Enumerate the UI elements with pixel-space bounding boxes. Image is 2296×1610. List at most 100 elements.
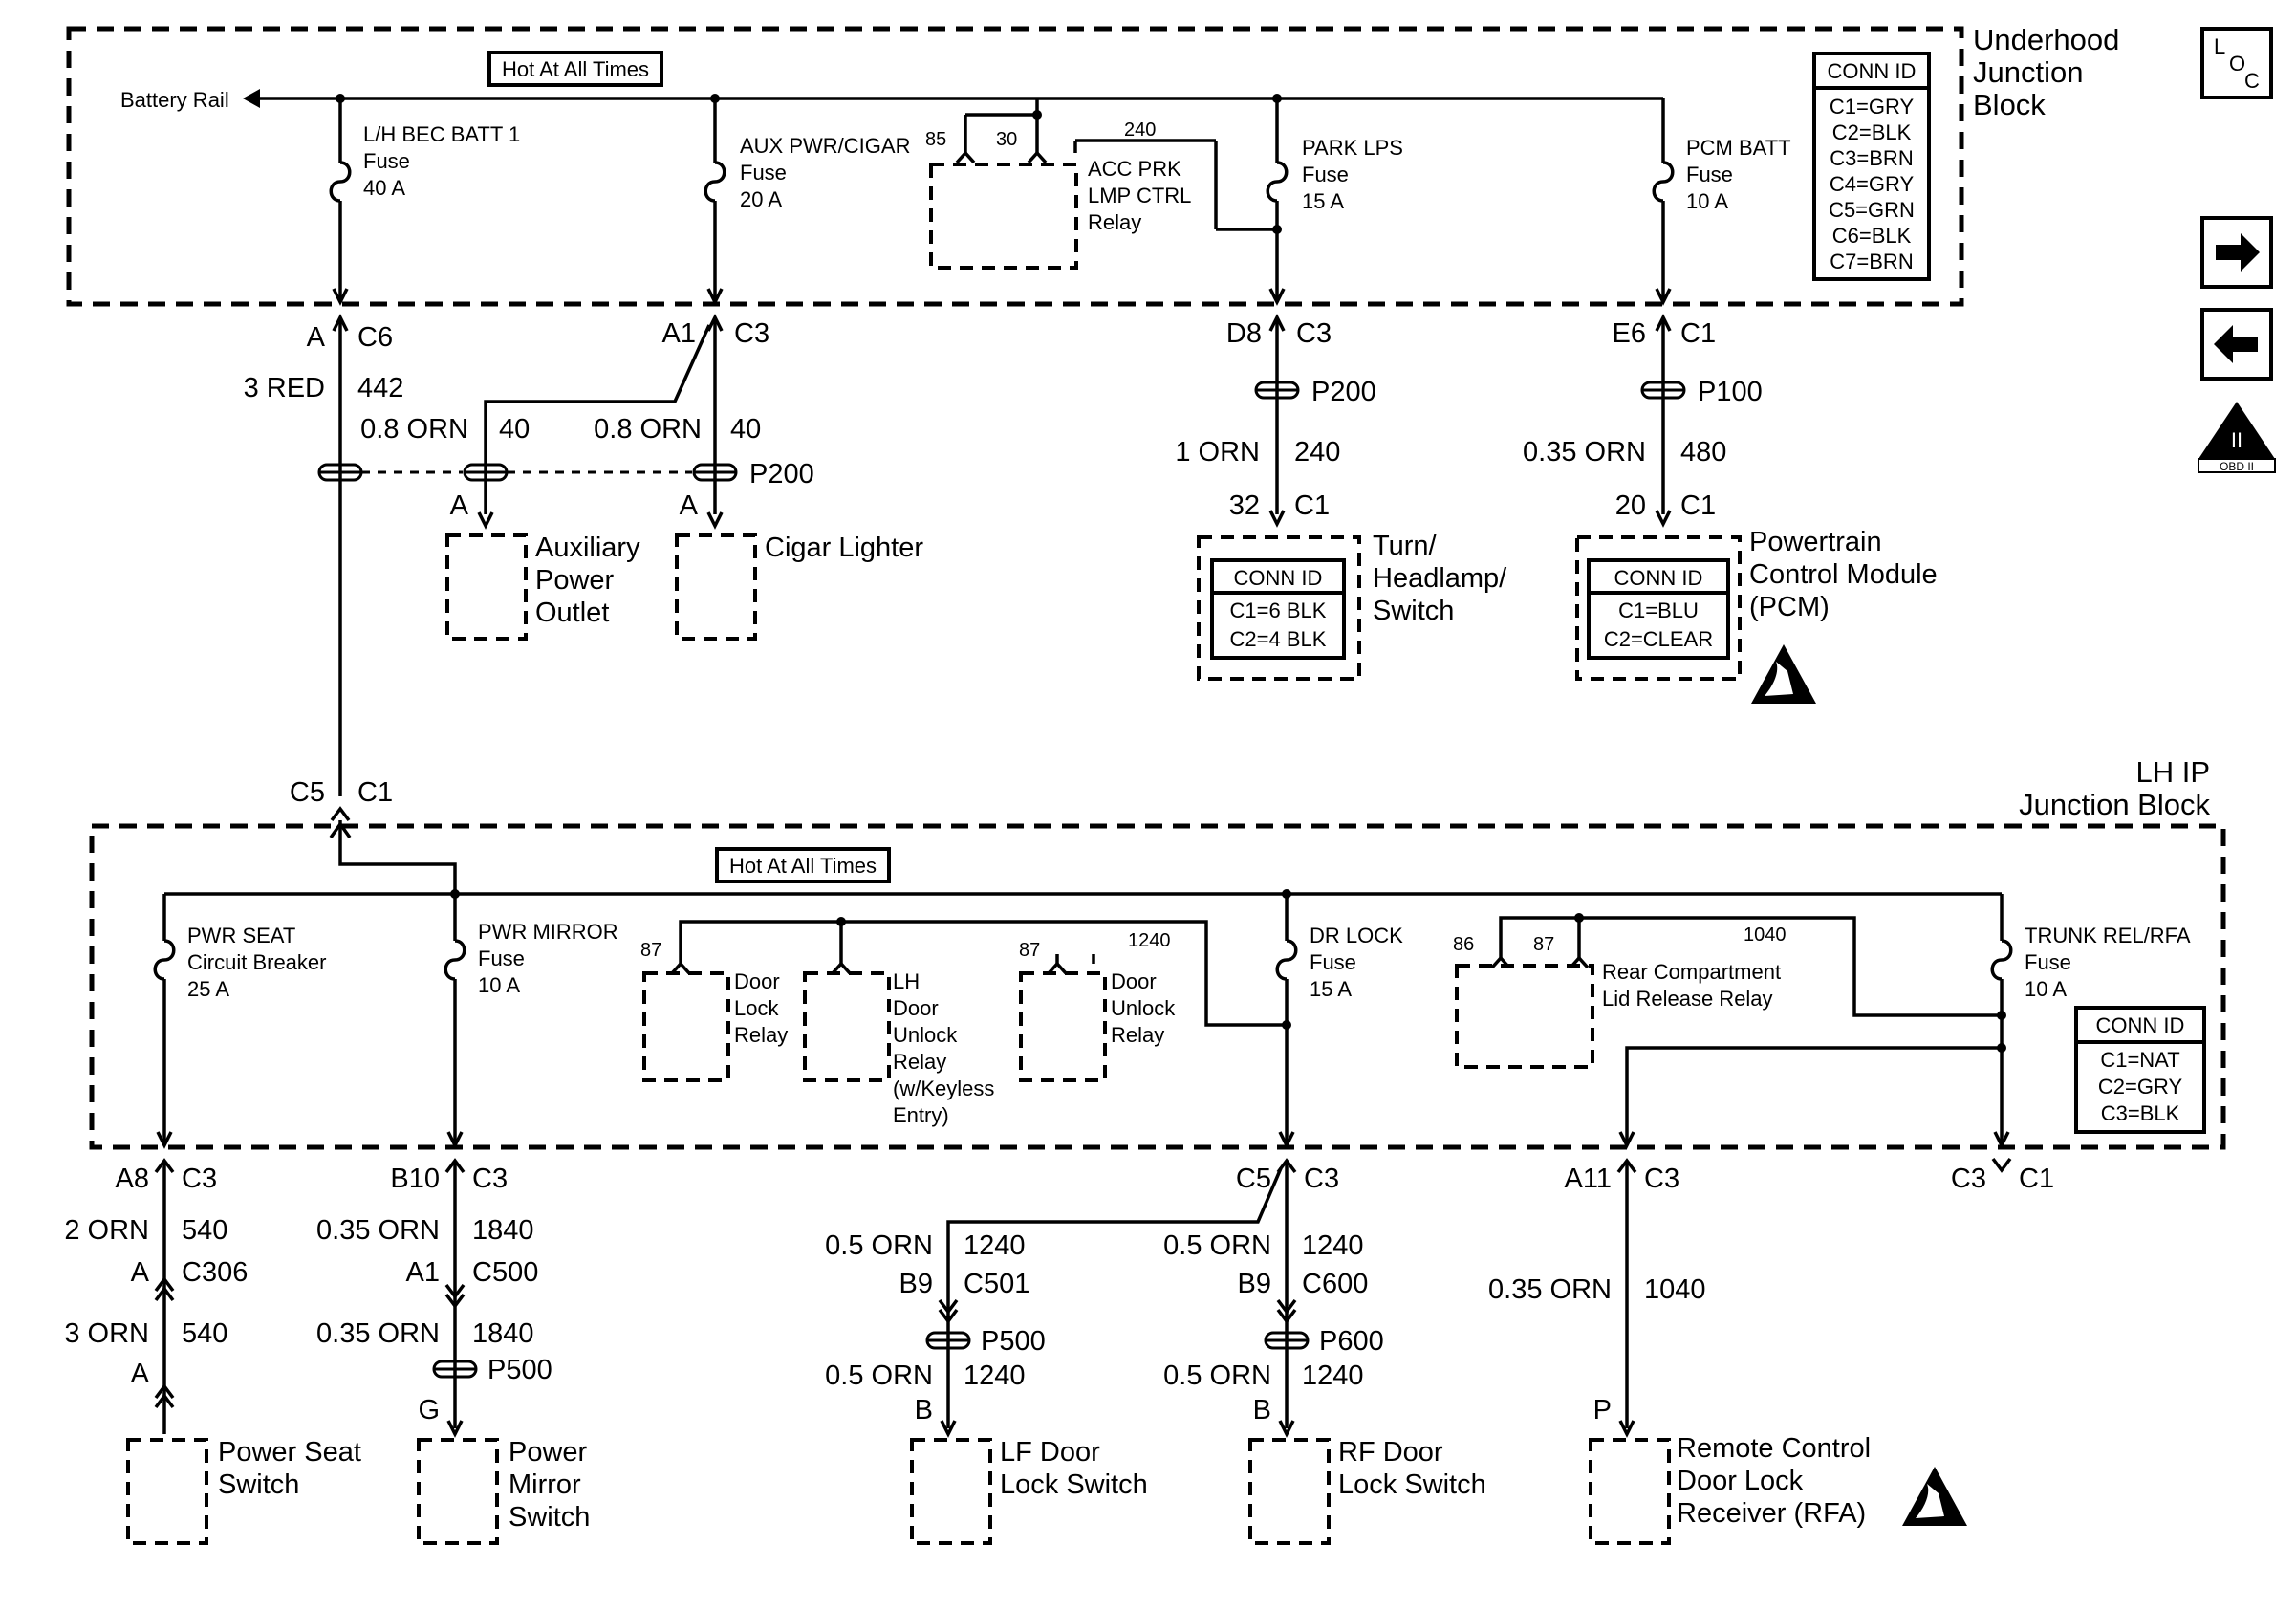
svg-text:2 ORN: 2 ORN [64, 1215, 149, 1246]
svg-text:B9: B9 [1238, 1269, 1271, 1299]
uhjb-label-3: Block [1973, 88, 2046, 121]
right-arrow-icon[interactable] [2200, 216, 2273, 289]
svg-text:DR LOCK: DR LOCK [1310, 924, 1403, 947]
battery-rail-label: Battery Rail [120, 88, 229, 112]
turn-switch-conn-table: CONN ID C1=6 BLK C2=4 BLK [1210, 558, 1346, 660]
svg-text:Lid Release Relay: Lid Release Relay [1602, 987, 1773, 1011]
svg-text:1240: 1240 [1302, 1230, 1364, 1261]
svg-text:C1: C1 [357, 777, 393, 808]
svg-text:C1: C1 [1680, 490, 1716, 521]
uhjb-conn-id-table: CONN ID C1=GRY C2=BLK C3=BRN C4=GRY C5=G… [1812, 52, 1931, 281]
fuse-park-type: Fuse [1302, 163, 1349, 186]
svg-text:G: G [418, 1395, 440, 1425]
svg-text:C3: C3 [1644, 1164, 1679, 1194]
svg-text:C5: C5 [1236, 1164, 1271, 1194]
svg-text:Door: Door [1111, 969, 1157, 993]
svg-text:C1=6 BLK: C1=6 BLK [1230, 598, 1327, 622]
svg-text:A: A [680, 490, 699, 521]
pcm-label-1: Powertrain [1749, 527, 1882, 557]
svg-text:Fuse: Fuse [2025, 950, 2071, 974]
pcm-label-2: Control Module [1749, 559, 1938, 590]
uhjb-hot-label: Hot At All Times [502, 57, 649, 81]
uhjb-label-2: Junction [1973, 55, 2083, 89]
svg-text:E6: E6 [1613, 318, 1646, 349]
svg-text:0.35 ORN: 0.35 ORN [316, 1318, 440, 1349]
svg-text:C1=GRY: C1=GRY [1830, 95, 1915, 119]
loc-icon[interactable]: L O C [2200, 27, 2273, 99]
svg-text:CONN ID: CONN ID [1828, 59, 1917, 83]
svg-text:C5=GRN: C5=GRN [1829, 198, 1915, 222]
svg-text:C: C [2244, 69, 2260, 93]
rfa-esd-icon [1902, 1467, 1967, 1526]
svg-text:Fuse: Fuse [478, 946, 525, 970]
svg-text:0.5 ORN: 0.5 ORN [1163, 1360, 1271, 1391]
svg-text:C7=BRN: C7=BRN [1830, 250, 1913, 273]
svg-text:A: A [131, 1359, 150, 1389]
svg-text:Entry): Entry) [893, 1103, 949, 1127]
lhip-hot-label: Hot At All Times [729, 854, 877, 878]
relay-acc-name-3: Relay [1088, 210, 1141, 234]
svg-text:P600: P600 [1319, 1326, 1384, 1357]
svg-text:C4=GRY: C4=GRY [1830, 172, 1915, 196]
uhjb-label-1: Underhood [1973, 23, 2119, 56]
svg-text:40: 40 [730, 414, 761, 445]
lhip-label-1: LH IP [2135, 755, 2210, 789]
fuse-pcm-type: Fuse [1686, 163, 1733, 186]
svg-text:0.5 ORN: 0.5 ORN [1163, 1230, 1271, 1261]
svg-text:Door: Door [893, 996, 939, 1020]
power-seat-switch-label-1: Power Seat [218, 1437, 361, 1468]
svg-text:0.35 ORN: 0.35 ORN [1488, 1274, 1612, 1305]
svg-text:Relay: Relay [1111, 1023, 1164, 1047]
svg-text:C3=BRN: C3=BRN [1830, 146, 1913, 170]
lhip-conn-id-table: CONN ID C1=NAT C2=GRY C3=BLK [2074, 1006, 2206, 1134]
fuse-aux-type: Fuse [740, 161, 787, 185]
svg-text:87: 87 [1019, 940, 1040, 961]
aux-outlet-label-2: Power [535, 565, 615, 596]
rf-door-lock-switch-label-2: Lock Switch [1338, 1469, 1486, 1500]
svg-text:P100: P100 [1698, 377, 1763, 407]
svg-text:P200: P200 [1311, 377, 1376, 407]
svg-text:1040: 1040 [1744, 925, 1787, 946]
svg-text:CONN ID: CONN ID [1614, 566, 1703, 590]
fuse-park-name: PARK LPS [1302, 136, 1403, 160]
rfa-receiver-label-3: Receiver (RFA) [1677, 1498, 1866, 1529]
svg-text:Circuit Breaker: Circuit Breaker [187, 950, 326, 974]
svg-text:P500: P500 [487, 1355, 552, 1385]
svg-text:PWR SEAT: PWR SEAT [187, 924, 295, 947]
svg-text:C3: C3 [734, 318, 769, 349]
fuse-aux-rating: 20 A [740, 187, 782, 211]
svg-text:Fuse: Fuse [1310, 950, 1356, 974]
fuse-pcm-name: PCM BATT [1686, 136, 1791, 160]
svg-text:C3: C3 [182, 1164, 217, 1194]
obd-ii-icon[interactable]: II OBD II [2198, 402, 2276, 473]
relay-acc-pin-85: 85 [925, 129, 946, 150]
svg-text:C3: C3 [472, 1164, 508, 1194]
svg-text:0.8 ORN: 0.8 ORN [360, 414, 468, 445]
underhood-junction-block: Underhood Junction Block Hot At All Time… [66, 23, 2119, 307]
power-mirror-switch-label-1: Power [509, 1437, 588, 1468]
upper-circuits: A C6 3 RED 442 A1 C3 0.8 ORN 40 0.8 ORN … [244, 315, 1938, 822]
turn-switch-label-2: Headlamp/ [1373, 563, 1507, 594]
svg-text:1840: 1840 [472, 1318, 534, 1349]
svg-text:1040: 1040 [1644, 1274, 1706, 1305]
svg-text:Lock: Lock [734, 996, 779, 1020]
svg-text:C2=4 BLK: C2=4 BLK [1230, 627, 1327, 651]
fuse-lh-bec-type: Fuse [363, 149, 410, 173]
svg-text:C3=BLK: C3=BLK [2101, 1101, 2180, 1125]
svg-text:10 A: 10 A [2025, 977, 2067, 1001]
power-mirror-switch-label-3: Switch [509, 1502, 590, 1533]
svg-text:0.5 ORN: 0.5 ORN [825, 1360, 933, 1391]
svg-text:D8: D8 [1226, 318, 1262, 349]
svg-text:C1: C1 [2019, 1164, 2054, 1194]
lf-door-lock-switch-label-2: Lock Switch [1000, 1469, 1148, 1500]
left-arrow-icon[interactable] [2200, 308, 2273, 381]
svg-text:0.35 ORN: 0.35 ORN [1523, 437, 1646, 468]
svg-text:C1: C1 [1294, 490, 1330, 521]
svg-text:C1: C1 [1680, 318, 1716, 349]
svg-text:15 A: 15 A [1310, 977, 1352, 1001]
svg-text:B: B [1253, 1395, 1271, 1425]
rfa-receiver-label-1: Remote Control [1677, 1433, 1871, 1464]
svg-text:86: 86 [1453, 934, 1474, 955]
svg-text:CONN ID: CONN ID [2096, 1013, 2185, 1037]
